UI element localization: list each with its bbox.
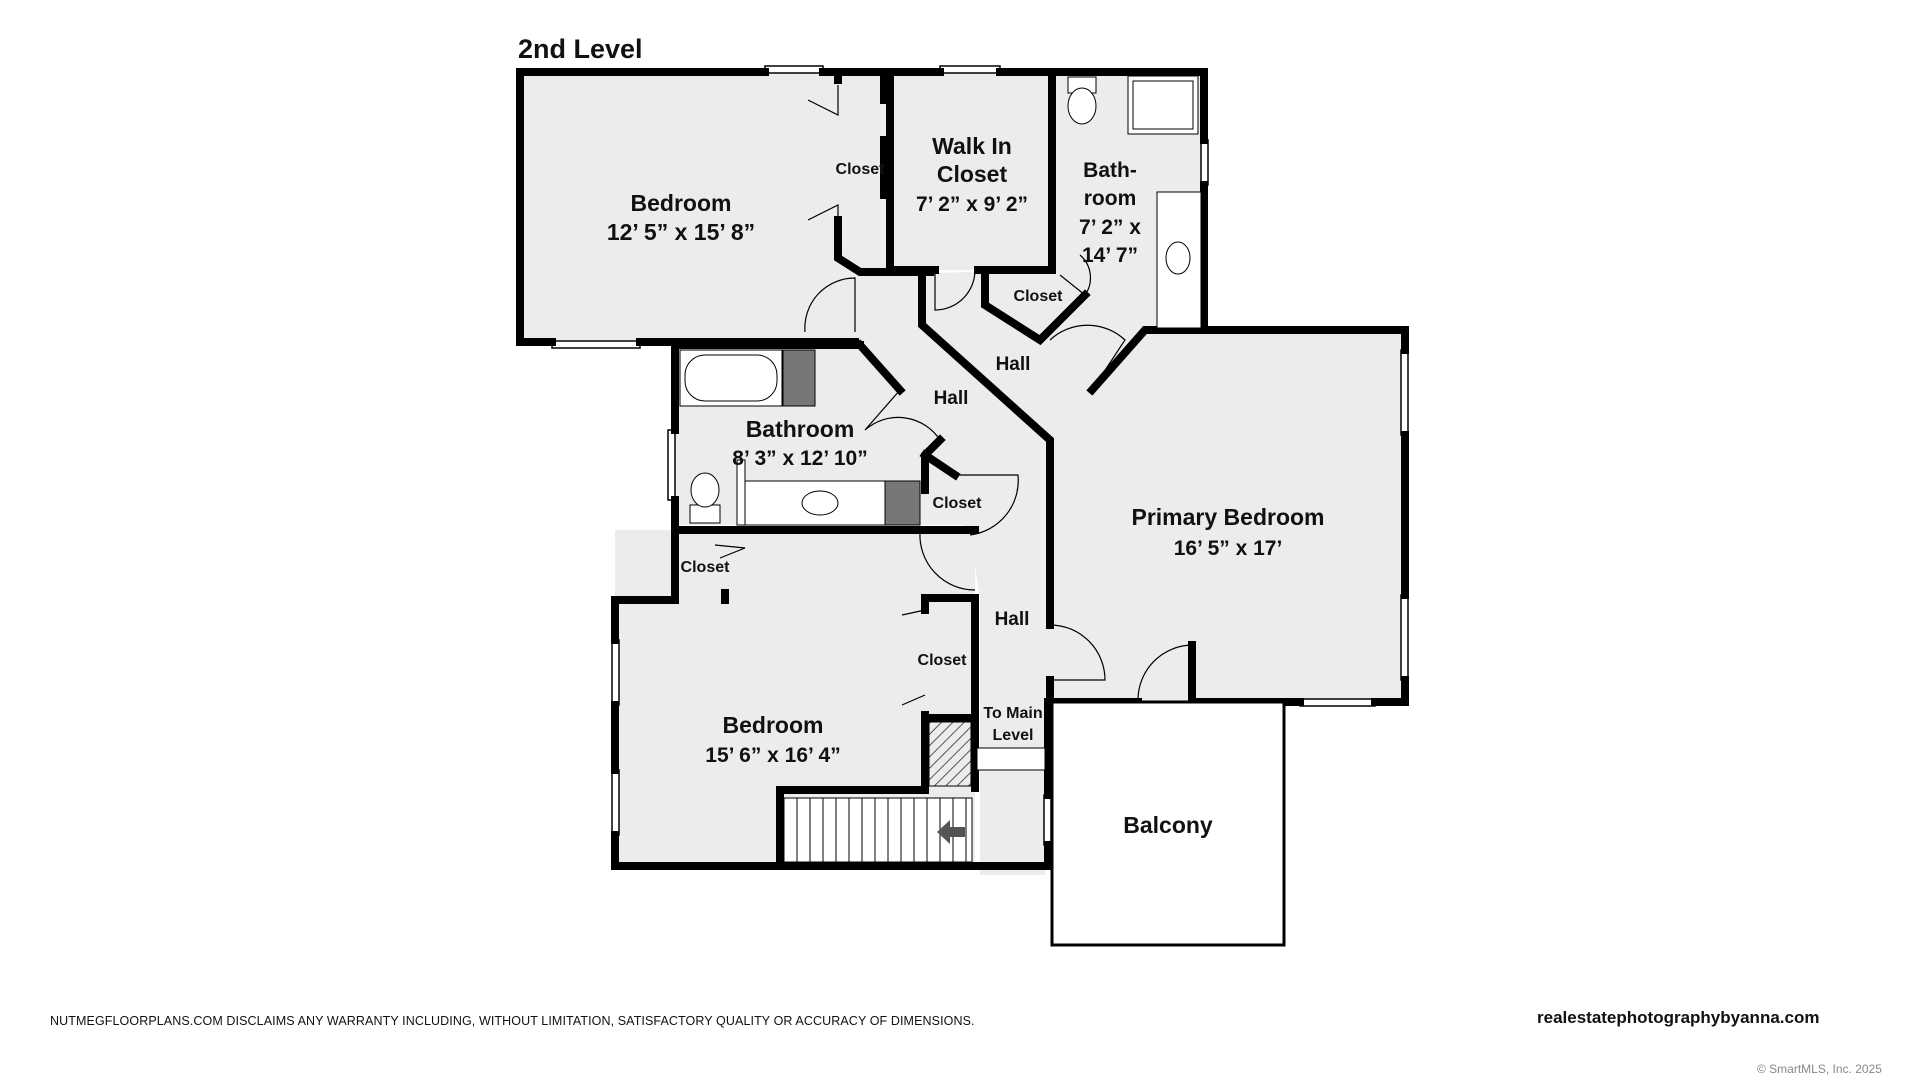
walk-in-closet-name-1: Walk In: [932, 133, 1012, 159]
landing: [976, 747, 1046, 771]
bedroom-1-name: Bedroom: [631, 190, 732, 216]
bedroom-2-dims: 15’ 6” x 16’ 4”: [705, 744, 840, 767]
door-swing: [1137, 644, 1193, 701]
fixtures: [679, 75, 1202, 526]
closet-door-icon: [714, 544, 746, 559]
window: [1299, 698, 1376, 707]
wall: [611, 526, 679, 644]
door-swing: [864, 389, 941, 441]
wall: [1371, 676, 1409, 706]
wall: [921, 594, 979, 792]
closet-floor-small: [675, 530, 725, 600]
window: [764, 65, 824, 74]
primary-bath-name-2: room: [1084, 187, 1137, 210]
wall: [918, 274, 1054, 629]
door-swing: [1049, 624, 1106, 681]
closet-label: Closet: [681, 559, 731, 576]
wall: [516, 68, 769, 346]
closet-label: Closet: [918, 652, 968, 669]
wall: [919, 449, 961, 481]
bedroom-1-floor: [520, 72, 892, 340]
wall: [974, 68, 1056, 274]
vanity-edge: [736, 459, 746, 526]
disclaimer-text: NUTMEGFLOORPLANS.COM DISCLAIMS ANY WARRA…: [50, 1014, 975, 1028]
closet-door-icon: [807, 204, 839, 235]
toilet-icon: [1067, 87, 1097, 125]
bathroom-dims: 8’ 3” x 12’ 10”: [732, 447, 867, 470]
to-main-level-1: To Main: [983, 705, 1042, 722]
wall: [981, 274, 1091, 346]
wall: [671, 341, 864, 434]
closet-door-icon: [901, 694, 926, 706]
closet-label: Closet: [836, 161, 886, 178]
walk-in-closet-floor: [892, 72, 1052, 270]
primary-bath-dims-2: 14’ 7”: [1082, 244, 1138, 267]
window: [667, 429, 676, 501]
closet-label: Closet: [933, 495, 983, 512]
walk-in-closet-name-2: Closet: [937, 161, 1008, 187]
bathroom-name: Bathroom: [746, 416, 855, 442]
walls: [516, 68, 1409, 870]
window: [611, 639, 620, 706]
balcony-outline: [1050, 700, 1286, 947]
wall: [996, 68, 1208, 144]
closet-door-icon: [901, 609, 926, 616]
window: [939, 65, 1001, 74]
bathtub-inner: [684, 354, 778, 402]
bedroom-2-name: Bedroom: [723, 712, 824, 738]
closet-door-icon: [807, 85, 839, 116]
wall: [776, 711, 929, 870]
hatched-chase: [928, 721, 972, 787]
window: [551, 340, 641, 349]
primary-bath-name-1: Bath-: [1083, 159, 1137, 182]
window: [611, 769, 620, 836]
vanity-side: [884, 480, 921, 526]
website-text: realestatephotographybyanna.com: [1537, 1008, 1820, 1027]
door-swing: [919, 531, 976, 591]
wall: [854, 339, 906, 396]
copyright-text: © SmartMLS, Inc. 2025: [1757, 1062, 1882, 1076]
to-main-level-2: Level: [993, 727, 1034, 744]
door-swing: [804, 277, 856, 333]
sink-icon: [801, 490, 839, 516]
door-swing: [1059, 254, 1092, 296]
door-swing: [1049, 324, 1126, 391]
level-title: 2nd Level: [518, 34, 643, 64]
sink-icon: [1165, 241, 1191, 275]
primary-bath-dims-1: 7’ 2” x: [1079, 216, 1141, 239]
door-swing: [955, 474, 1019, 536]
bedroom-1-dims: 12’ 5” x 15’ 8”: [607, 219, 755, 245]
window: [1400, 349, 1409, 436]
toilet-icon: [690, 472, 720, 508]
stair-treads: [796, 798, 967, 862]
balcony-name: Balcony: [1123, 812, 1213, 838]
primary-bedroom-name: Primary Bedroom: [1131, 504, 1324, 530]
closet-label: Closet: [1014, 288, 1064, 305]
walk-in-closet-dims: 7’ 2” x 9’ 2”: [916, 193, 1028, 216]
door-swings: [714, 85, 1193, 706]
primary-bedroom-floor: [1050, 330, 1406, 702]
window: [1200, 139, 1209, 186]
hall-label: Hall: [996, 354, 1031, 375]
window: [1400, 594, 1409, 681]
toilet-tank: [689, 504, 721, 524]
wall: [1086, 326, 1409, 396]
hall-label: Hall: [995, 609, 1030, 630]
wall: [611, 831, 1052, 870]
stair-direction-arrow-icon: [937, 820, 965, 844]
primary-bedroom-dims: 16’ 5” x 17’: [1174, 537, 1283, 560]
shower-inner: [1132, 80, 1194, 130]
tub-surround: [782, 349, 816, 407]
hall-label: Hall: [934, 388, 969, 409]
window: [1043, 794, 1052, 846]
door-swing: [934, 269, 976, 311]
